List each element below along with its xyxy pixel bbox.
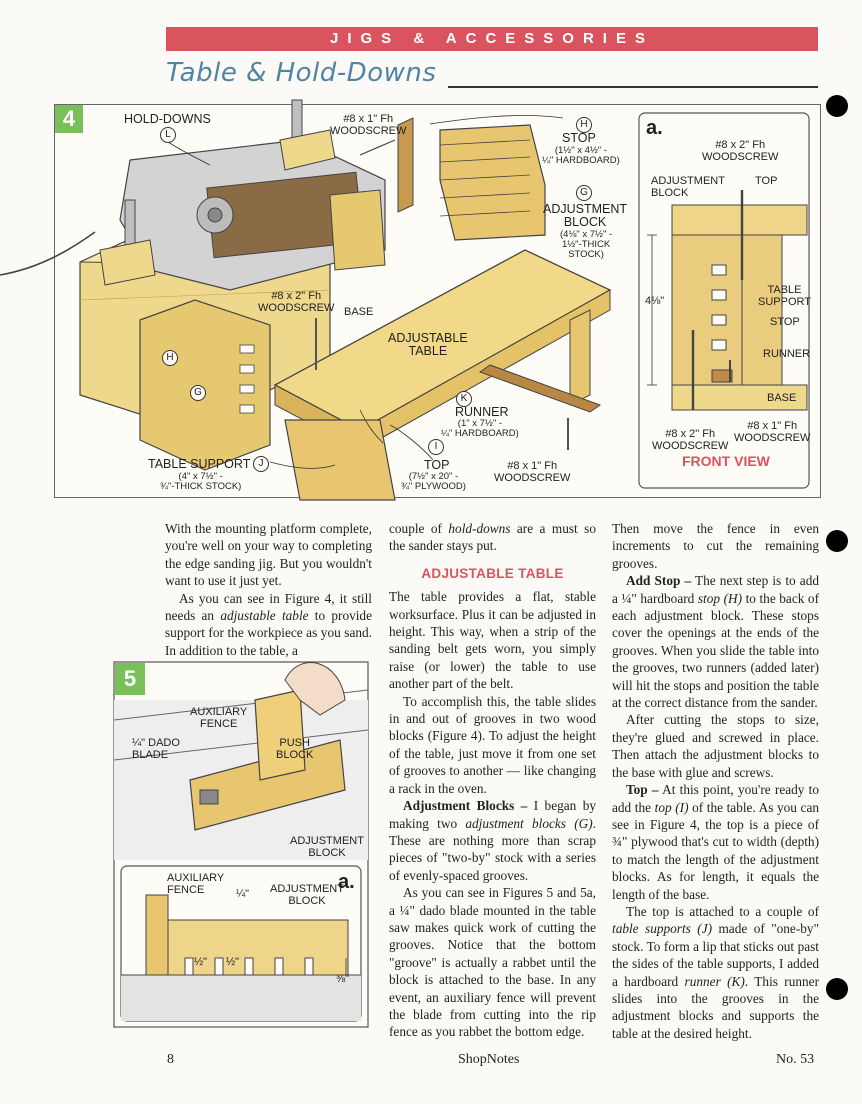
punch-hole-bottom [826,978,848,1000]
col2-paragraph-3: To accomplish this, the table slides in … [389,693,596,796]
part-marker-h-2: H [162,350,178,366]
part-marker-j: J [253,456,269,472]
label-5a-quarter: ¼" [236,888,250,900]
label-4a-stop: STOP [770,316,800,328]
section-header: JIGS & ACCESSORIES [166,27,818,51]
label-table-support-dims: (4" x 7½" -¾"-THICK STOCK) [160,471,242,492]
column-2: couple of hold-downs are a must so the s… [389,520,596,1041]
label-stop-dims: (1½" x 4½" -¼" HARDBOARD) [542,145,620,166]
col3-paragraph-3: After cutting the stops to size, they're… [612,712,819,780]
label-stop: STOP [562,131,596,145]
col3-paragraph-4: Top – At this point, you're ready to add… [612,782,820,902]
part-marker-g: G [576,185,592,201]
label-5a-half-1: ½" [194,956,208,968]
section-heading: ADJUSTABLE TABLE [421,565,564,581]
part-marker-k: K [456,391,472,407]
col3-paragraph-1: Then move the fence in even increments t… [612,521,819,571]
column-1: With the mounting platform complete, you… [165,520,372,659]
label-table-support: TABLE SUPPORT [148,457,251,471]
label-5a-half-2: ½" [226,956,240,968]
label-4a-top: TOP [755,175,778,187]
col3-paragraph-2: Add Stop – The next step is to add a ¼" … [612,573,820,711]
col2-paragraph-5: As you can see in Figures 5 and 5a, a ¼"… [389,885,596,1040]
figure-4a-letter: a. [646,117,663,139]
punch-hole-top [826,95,848,117]
col1-paragraph-1: With the mounting platform complete, you… [165,521,372,589]
label-4a-height: 4⅛" [645,295,665,307]
figure-4a-caption: FRONT VIEW [682,453,770,469]
label-runner-dims: (1" x 7½" -¼" HARDBOARD) [441,418,519,439]
column-3: Then move the fence in even increments t… [612,520,819,1042]
figure-5a-letter: a. [338,871,355,893]
title-rule [448,86,818,88]
label-base: BASE [344,306,374,318]
label-4a-base: BASE [767,392,797,404]
part-marker-g-2: G [190,385,206,401]
part-marker-i: I [428,439,444,455]
label-runner: RUNNER [455,405,509,419]
part-marker-h: H [576,117,592,133]
col2-paragraph-1: couple of hold-downs are a must so the s… [389,521,596,554]
label-top-dims: (7½" x 20" -¾" PLYWOOD) [401,471,466,492]
issue-number: No. 53 [776,1052,815,1067]
col1-paragraph-2: As you can see in Figure 4, it still nee… [165,590,372,658]
col2-paragraph-2: The table provides a flat, stable worksu… [389,589,596,692]
figure-4-number: 4 [55,105,83,133]
page-title: Table & Hold-Downs [166,58,437,88]
label-5a-three-eighths: ⅜" [336,973,350,985]
col3-paragraph-5: The top is attached to a couple of table… [612,903,820,1041]
label-hold-downs: HOLD-DOWNS [124,112,211,126]
page-number: 8 [167,1052,174,1067]
label-top: TOP [424,458,450,472]
col2-paragraph-4: Adjustment Blocks – I began by making tw… [389,798,596,883]
magazine-name: ShopNotes [458,1052,520,1067]
figure-5-number: 5 [115,663,145,695]
label-4a-runner: RUNNER [763,348,811,360]
punch-hole-middle [826,530,848,552]
part-marker-l: L [160,127,176,143]
